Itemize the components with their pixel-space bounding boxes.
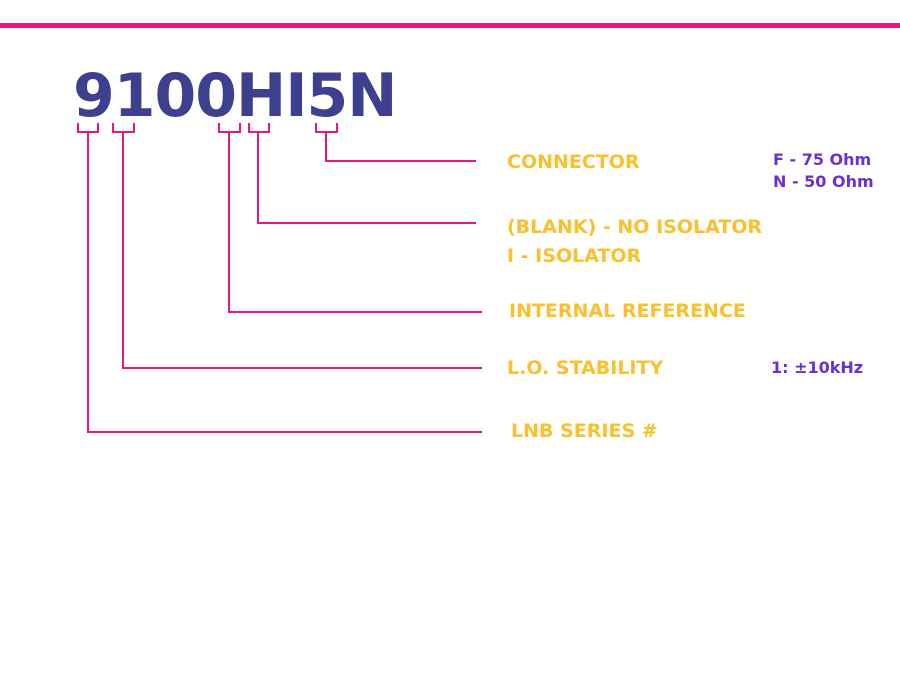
label-no-isolator: (BLANK) - NO ISOLATOR: [507, 216, 763, 238]
option-connector-n: N - 50 Ohm: [773, 172, 874, 191]
label-lo-stability: L.O. STABILITY: [507, 357, 664, 379]
leader-connector: [325, 132, 476, 162]
top-accent-bar: [0, 23, 900, 28]
bracket-series: [77, 123, 99, 133]
bracket-internal-ref: [218, 123, 241, 133]
bracket-isolator: [248, 123, 270, 133]
leader-stability: [122, 132, 482, 369]
option-connector-f: F - 75 Ohm: [773, 150, 872, 169]
leader-series: [87, 132, 482, 433]
leader-isolator: [257, 132, 476, 224]
leader-internal-ref: [228, 132, 482, 313]
part-number: 9100HI5N: [73, 61, 397, 131]
label-lnb-series: LNB SERIES #: [511, 420, 658, 442]
label-isolator: I - ISOLATOR: [507, 245, 642, 267]
label-internal-reference: INTERNAL REFERENCE: [509, 300, 746, 322]
option-lo-stability-1: 1: ±10kHz: [771, 358, 864, 377]
bracket-connector: [315, 123, 338, 133]
label-connector: CONNECTOR: [507, 151, 640, 173]
bracket-stability: [112, 123, 135, 133]
